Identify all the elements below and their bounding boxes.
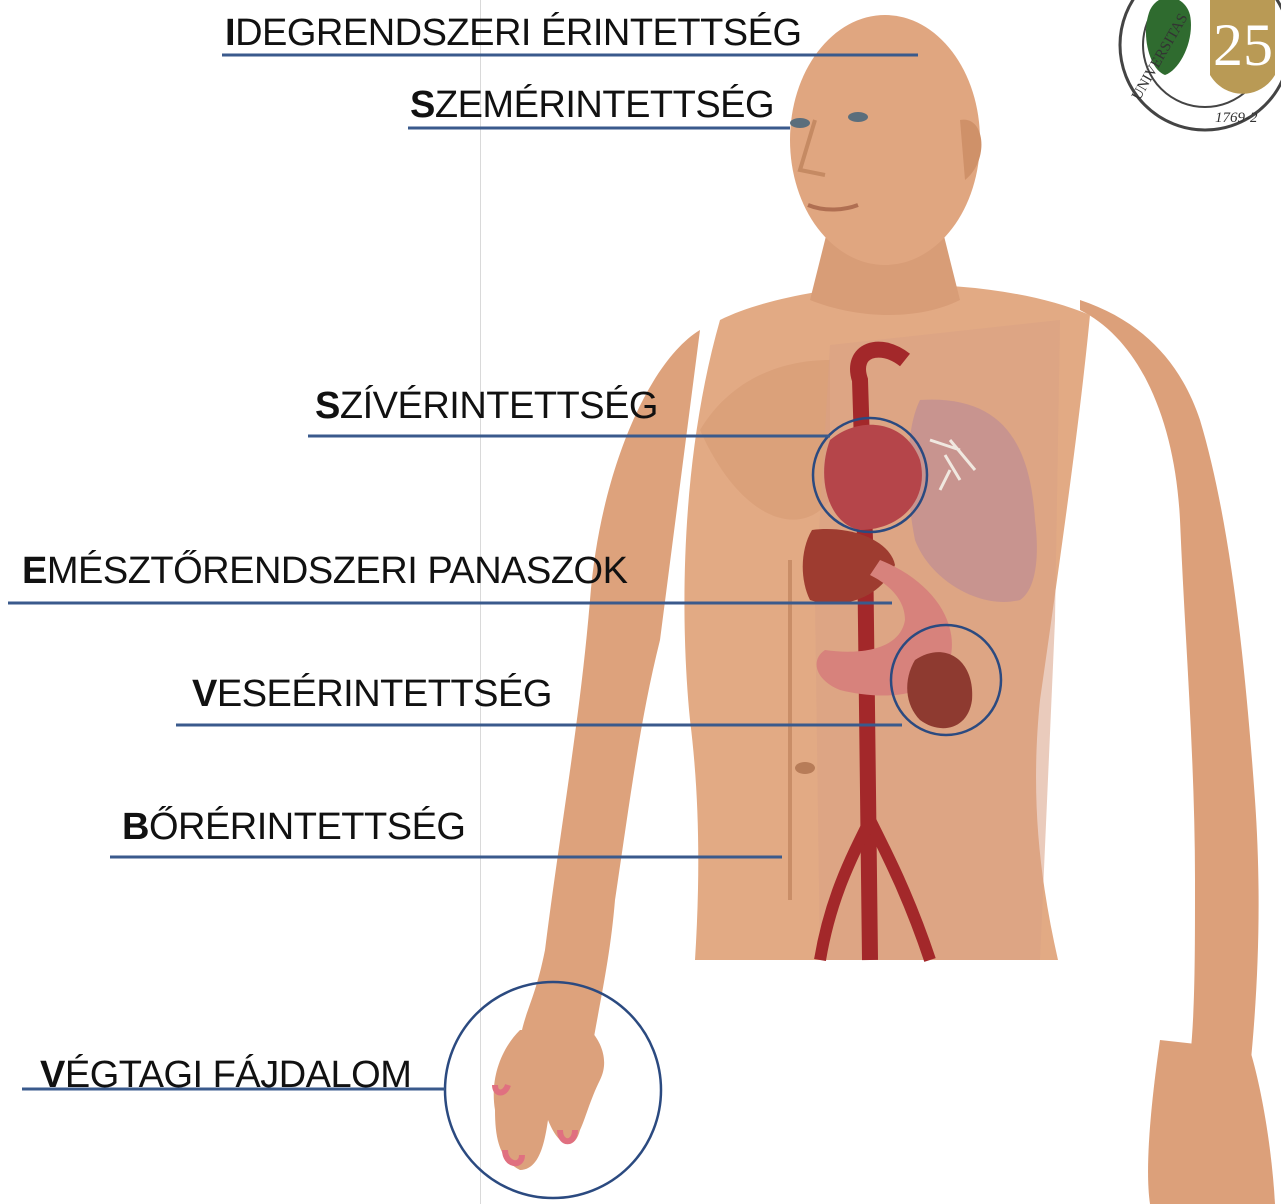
left-hand (494, 1030, 604, 1170)
label-sziv: SZÍVÉRINTETTSÉG (315, 387, 658, 425)
label-idegrendszeri: IDEGRENDSZERI ÉRINTETTSÉG (225, 14, 802, 52)
human-body (494, 15, 1275, 1204)
label-bor: BŐRÉRINTETTSÉG (122, 808, 465, 846)
navel (795, 762, 815, 774)
head (790, 15, 980, 265)
label-vegtag: VÉGTAGI FÁJDALOM (40, 1056, 411, 1094)
right-arm (1080, 300, 1259, 1070)
right-hand (1148, 1040, 1275, 1204)
eye-right (848, 112, 868, 122)
eye-left (790, 118, 810, 128)
seal-number: 25 (1213, 12, 1273, 78)
label-emeszto: EMÉSZTŐRENDSZERI PANASZOK (22, 552, 627, 590)
label-vese: VESEÉRINTETTSÉG (192, 675, 552, 713)
seal-year: 1769-2 (1215, 110, 1258, 126)
university-seal: 25 UNIVERSITAS 1769-2 (1120, 0, 1281, 130)
label-szem: SZEMÉRINTETTSÉG (410, 86, 774, 124)
